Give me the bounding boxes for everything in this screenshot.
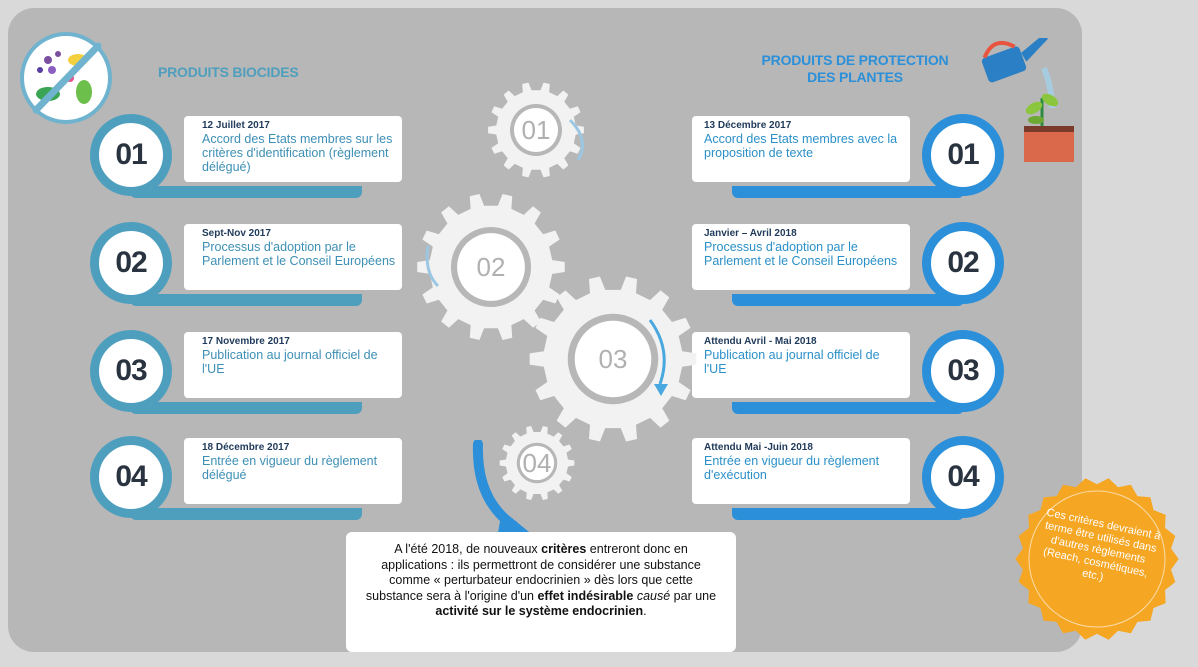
summary-note: A l'été 2018, de nouveaux critères entre… <box>346 532 736 652</box>
gear-number: 02 <box>476 251 506 282</box>
step-number-circle: 03 <box>90 330 172 412</box>
gear-number: 01 <box>521 114 551 145</box>
step-description: Entrée en vigueur du règlement d'exécuti… <box>704 454 880 482</box>
step-date: Attendu Avril - Mai 2018 <box>704 336 817 347</box>
gear-icon <box>499 426 575 500</box>
step-description: Processus d'adoption par le Parlement et… <box>202 240 396 268</box>
step-date: 18 Décembre 2017 <box>202 442 290 453</box>
gear-icon <box>488 82 584 178</box>
step-description: Publication au journal officiel de l'UE <box>202 348 378 376</box>
step-description: Processus d'adoption par le Parlement et… <box>704 240 898 268</box>
step-date: Attendu Mai -Juin 2018 <box>704 442 813 453</box>
left-step-4: 04 18 Décembre 2017 Entrée en vigueur du… <box>90 436 402 524</box>
step-number-circle: 03 <box>922 330 1004 412</box>
gear-2: 02 <box>414 190 568 344</box>
gear-number: 04 <box>522 447 552 478</box>
gear-number: 03 <box>598 343 628 374</box>
left-step-3: 03 17 Novembre 2017 Publication au journ… <box>90 330 402 418</box>
watering-can-plant-icon <box>981 38 1074 162</box>
right-title-line1: PRODUITS DE PROTECTION <box>761 52 949 68</box>
right-title-line2: DES PLANTES <box>807 69 903 85</box>
step-number-circle: 04 <box>90 436 172 518</box>
step-number-circle: 01 <box>90 114 172 196</box>
step-date: Sept-Nov 2017 <box>202 228 271 239</box>
gear-icon <box>417 193 565 341</box>
step-date: Janvier – Avril 2018 <box>704 228 797 239</box>
info-badge: Ces critères devraient à terme être util… <box>1012 474 1182 644</box>
gear-4: 04 <box>498 424 576 502</box>
step-number-circle: 01 <box>922 114 1004 196</box>
right-step-2: 02 Janvier – Avril 2018 Processus d'adop… <box>692 222 1004 310</box>
gear-3: 03 <box>526 272 700 446</box>
step-number-circle: 02 <box>922 222 1004 304</box>
gear-1: 01 <box>486 80 586 180</box>
left-title: PRODUITS BIOCIDES <box>158 64 299 80</box>
left-step-2: 02 Sept-Nov 2017 Processus d'adoption pa… <box>90 222 402 310</box>
step-number-circle: 04 <box>922 436 1004 518</box>
seal-badge-icon <box>1015 478 1179 640</box>
step-date: 13 Décembre 2017 <box>704 120 792 131</box>
left-step-1: 01 12 Juillet 2017 Accord des Etats memb… <box>90 114 402 202</box>
gear-icon <box>529 276 697 442</box>
step-date: 17 Novembre 2017 <box>202 336 290 347</box>
step-description: Entrée en vigueur du règlement délégué <box>202 454 378 482</box>
right-step-3: 03 Attendu Avril - Mai 2018 Publication … <box>692 330 1004 418</box>
step-description: Accord des Etats membres avec la proposi… <box>704 132 898 160</box>
right-step-1: 01 13 Décembre 2017 Accord des Etats mem… <box>692 114 1004 202</box>
right-step-4: 04 Attendu Mai -Juin 2018 Entrée en vigu… <box>692 436 1004 524</box>
crossed-out-bacteria-icon <box>20 32 112 124</box>
right-title: PRODUITS DE PROTECTION DES PLANTES <box>720 52 990 86</box>
step-date: 12 Juillet 2017 <box>202 120 270 131</box>
step-description: Accord des Etats membres sur les critère… <box>202 132 393 174</box>
step-description: Publication au journal officiel de l'UE <box>704 348 880 376</box>
step-number-circle: 02 <box>90 222 172 304</box>
